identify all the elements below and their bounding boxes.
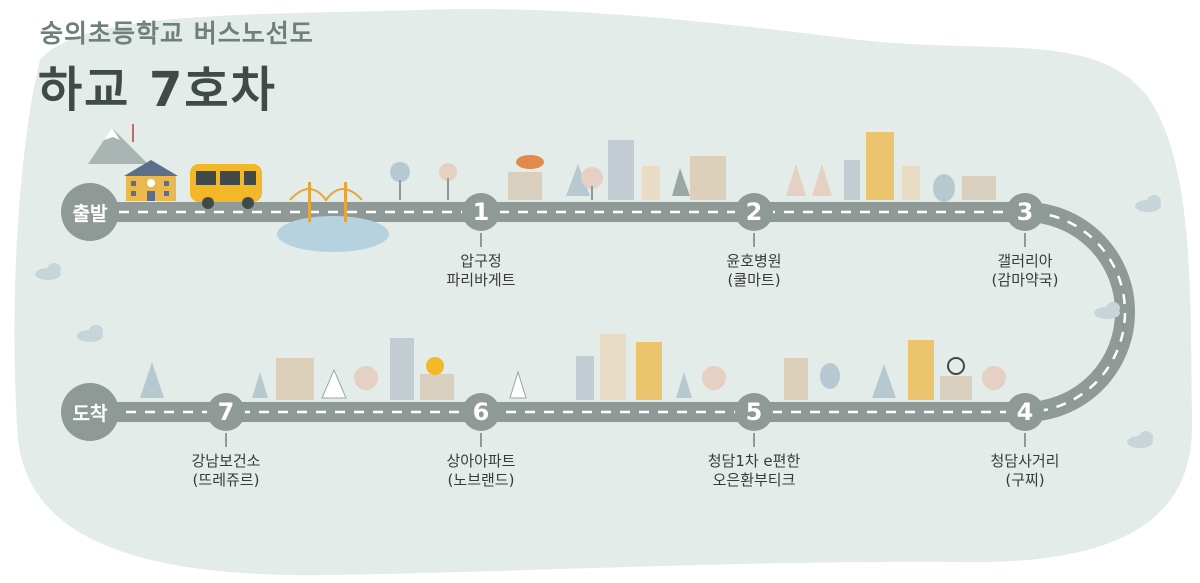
stop-1-sub: 파리바게트: [446, 271, 516, 289]
stop-7-name: 강남보건소: [191, 452, 261, 470]
stop-6-label: 상아아파트 (노브랜드): [406, 452, 556, 490]
stop-4-label: 청담사거리 (구찌): [950, 452, 1100, 490]
stop-4-sub: (구찌): [1005, 471, 1045, 489]
school-bus-icon: [190, 164, 262, 209]
stop-1-marker: 1: [462, 193, 500, 231]
stop-5-name: 청담1차 e편한: [707, 452, 801, 470]
school-building-icon: [124, 160, 178, 201]
stop-3-sub: (감마약국): [991, 271, 1059, 289]
stop-3-tick: [1024, 233, 1026, 247]
stop-3-marker: 3: [1006, 193, 1044, 231]
stop-1-name: 압구정: [460, 252, 502, 270]
stop-2-marker: 2: [735, 193, 773, 231]
stop-4-tick: [1024, 433, 1026, 447]
building-shapes: [508, 132, 996, 200]
stop-6-tick: [480, 433, 482, 447]
stop-7-sub: (뜨레쥬르): [192, 471, 260, 489]
stop-1-tick: [480, 233, 482, 247]
stop-6-sub: (노브랜드): [447, 471, 515, 489]
mountain-icon: [88, 124, 148, 164]
stop-5-label: 청담1차 e편한 오은환부티크: [679, 452, 829, 490]
school-name: 숭의초등학교 버스노선도: [40, 19, 314, 48]
stop-7-tick: [225, 433, 227, 447]
stop-2-name: 윤호병원: [726, 252, 782, 270]
stop-1-label: 압구정 파리바게트: [406, 252, 556, 290]
stop-4-marker: 4: [1006, 393, 1044, 431]
tree-shapes: [390, 162, 955, 202]
stop-4-name: 청담사거리: [990, 452, 1060, 470]
road-dashes: [100, 210, 1127, 414]
route-title: 하교 7호차: [38, 62, 277, 118]
stop-3-name: 갤러리아: [997, 252, 1053, 270]
stop-5-tick: [753, 433, 755, 447]
stop-2-sub: (쿨마트): [727, 271, 781, 289]
stop-7-label: 강남보건소 (뜨레쥬르): [151, 452, 301, 490]
bridge-icon: [277, 182, 389, 252]
stop-6-marker: 6: [462, 393, 500, 431]
stop-5-marker: 5: [735, 393, 773, 431]
stop-6-name: 상아아파트: [446, 452, 516, 470]
stop-5-sub: 오은환부티크: [712, 471, 796, 489]
stop-2-tick: [753, 233, 755, 247]
bottom-decor-shapes: [140, 334, 1006, 400]
start-marker: 출발: [61, 183, 119, 241]
stop-2-label: 윤호병원 (쿨마트): [679, 252, 829, 290]
end-marker: 도착: [61, 383, 119, 441]
cloud-shapes: [35, 195, 1161, 448]
stop-7-marker: 7: [207, 393, 245, 431]
stop-3-label: 갤러리아 (감마약국): [950, 252, 1100, 290]
